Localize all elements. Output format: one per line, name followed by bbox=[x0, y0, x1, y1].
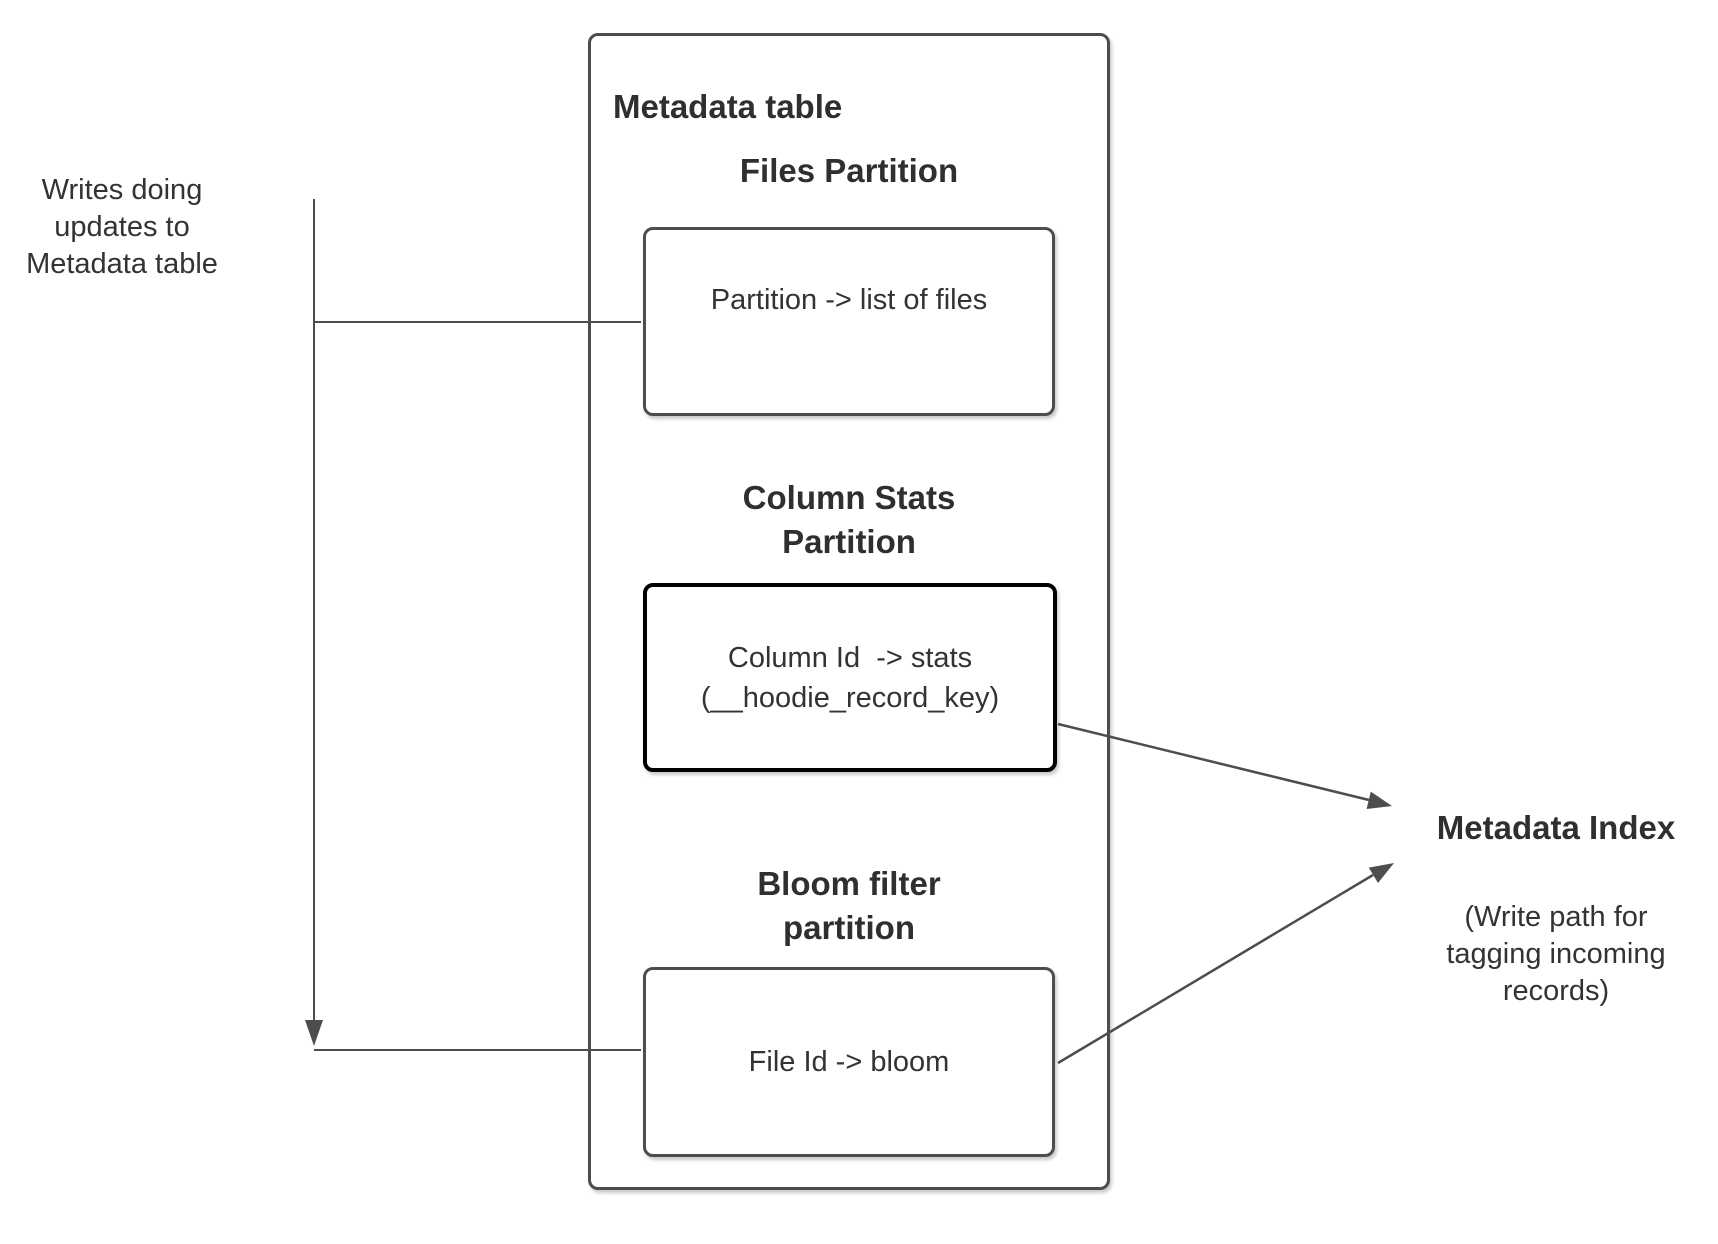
writes-down-arrowhead bbox=[305, 1020, 323, 1046]
metadata-index-title: Metadata Index bbox=[1436, 809, 1676, 846]
writes-note: Writes doing updates to Metadata table bbox=[26, 174, 218, 280]
files-partition-heading: Files Partition bbox=[739, 152, 959, 189]
column-stats-partition-heading: Column Stats Partition bbox=[742, 479, 956, 560]
bloom-filter-partition-label: File Id -> bloom bbox=[748, 1046, 950, 1078]
metadata-table-title: Metadata table bbox=[613, 88, 843, 125]
stats-to-index-arrowhead bbox=[1366, 791, 1392, 809]
bloom-to-index-arrowhead bbox=[1368, 863, 1394, 883]
bloom-filter-partition-box: File Id -> bloom bbox=[643, 967, 1055, 1157]
column-stats-partition-label: Column Id -> stats (__hoodie_record_key) bbox=[700, 641, 1000, 714]
column-stats-partition-box: Column Id -> stats (__hoodie_record_key) bbox=[643, 583, 1057, 772]
bloom-filter-partition-heading: Bloom filter partition bbox=[757, 865, 941, 946]
files-partition-label: Partition -> list of files bbox=[710, 283, 988, 316]
files-partition-box: Partition -> list of files bbox=[643, 227, 1055, 416]
metadata-index-subtitle: (Write path for tagging incoming records… bbox=[1446, 901, 1666, 1007]
